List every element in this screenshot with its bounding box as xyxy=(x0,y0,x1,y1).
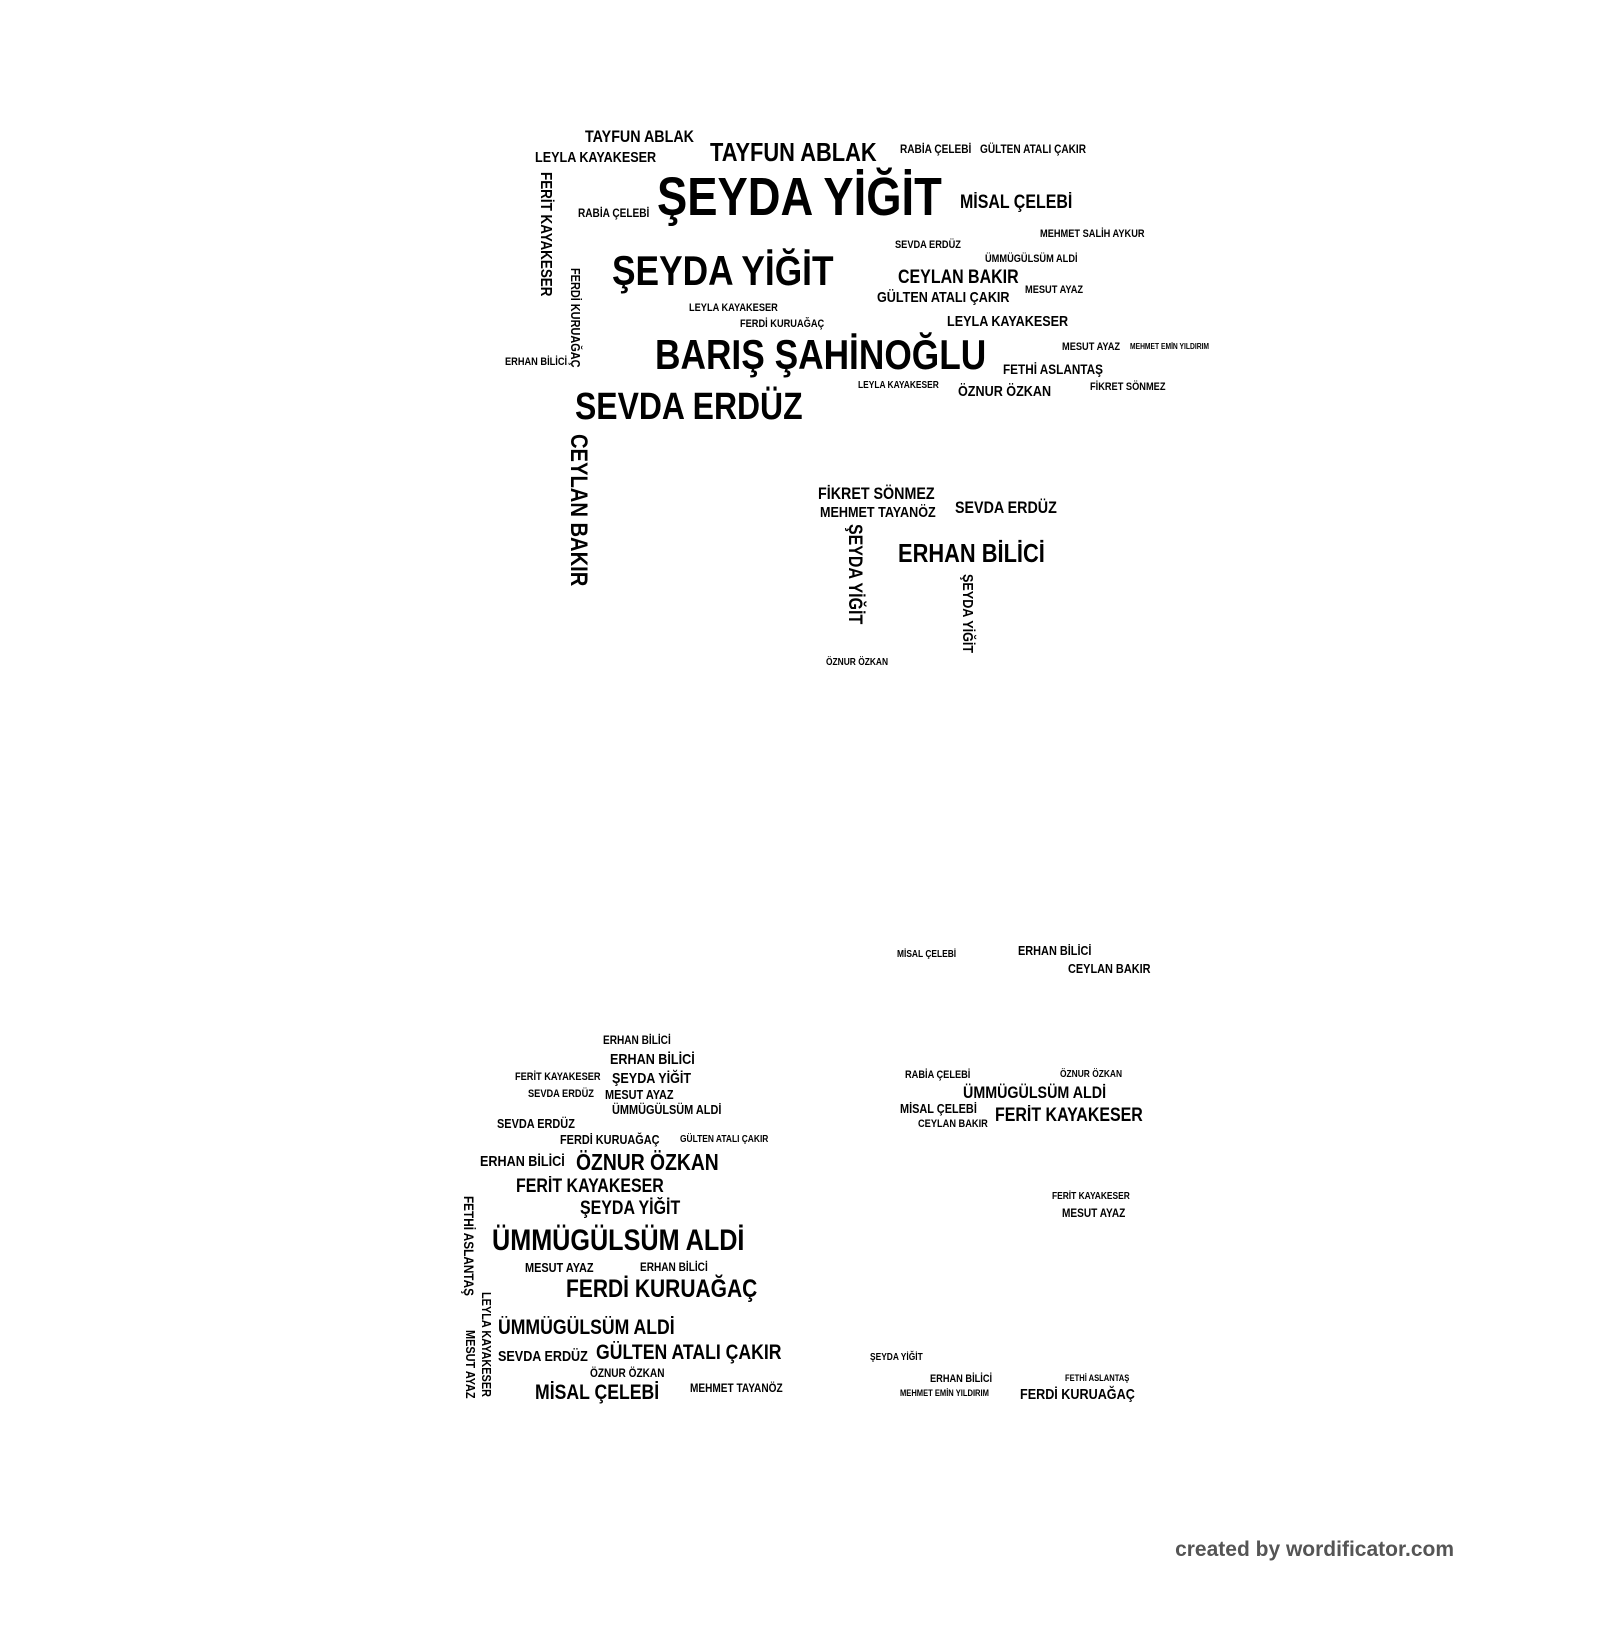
word: ÖZNUR ÖZKAN xyxy=(1060,1069,1123,1080)
word: ŞEYDA YİĞİT xyxy=(580,1198,681,1219)
word: MİSAL ÇELEBİ xyxy=(897,949,957,960)
word: TAYFUN ABLAK xyxy=(585,127,694,146)
word: ÖZNUR ÖZKAN xyxy=(576,1149,719,1175)
word: FERİT KAYAKESER xyxy=(537,172,554,297)
word: CEYLAN BAKIR xyxy=(918,1118,988,1130)
word: MEHMET TAYANÖZ xyxy=(820,504,936,521)
word: CEYLAN BAKIR xyxy=(1068,961,1151,976)
word: ERHAN BİLİCİ xyxy=(930,1373,993,1385)
word: LEYLA KAYAKESER xyxy=(858,380,939,391)
word: CEYLAN BAKIR xyxy=(898,267,1019,288)
word: FİKRET SÖNMEZ xyxy=(818,484,935,503)
word: ERHAN BİLİCİ xyxy=(1018,943,1092,958)
word: MESUT AYAZ xyxy=(463,1330,478,1399)
word: ÜMMÜGÜLSÜM ALDİ xyxy=(498,1316,675,1339)
word: MEHMET TAYANÖZ xyxy=(690,1381,783,1395)
word: ERHAN BİLİCİ xyxy=(603,1033,671,1047)
word: MESUT AYAZ xyxy=(1062,341,1121,353)
word: LEYLA KAYAKESER xyxy=(947,313,1069,330)
word: GÜLTEN ATALI ÇAKIR xyxy=(980,142,1087,156)
word: ŞEYDA YİĞİT xyxy=(612,1070,692,1087)
word: ŞEYDA YİĞİT xyxy=(612,247,834,294)
word: BARIŞ ŞAHİNOĞLU xyxy=(655,331,987,378)
word: RABİA ÇELEBİ xyxy=(900,142,972,156)
word: ERHAN BİLİCİ xyxy=(640,1260,708,1274)
word: ÜMMÜGÜLSÜM ALDİ xyxy=(492,1224,745,1257)
word: ÖZNUR ÖZKAN xyxy=(590,1366,665,1380)
word: SEVDA ERDÜZ xyxy=(955,498,1057,517)
word: ERHAN BİLİCİ xyxy=(505,356,568,368)
word: FERİT KAYAKESER xyxy=(515,1071,601,1083)
word: SEVDA ERDÜZ xyxy=(497,1116,575,1131)
word: MESUT AYAZ xyxy=(1062,1206,1126,1220)
word: ERHAN BİLİCİ xyxy=(480,1153,565,1170)
word: MİSAL ÇELEBİ xyxy=(960,192,1073,213)
word: FERDİ KURUAĞAÇ xyxy=(568,268,583,368)
word: ŞEYDA YİĞİT xyxy=(657,167,942,227)
word: MESUT AYAZ xyxy=(525,1260,594,1275)
word: RABİA ÇELEBİ xyxy=(578,206,650,220)
word: MESUT AYAZ xyxy=(605,1087,674,1102)
word: MİSAL ÇELEBİ xyxy=(535,1381,660,1404)
word: CEYLAN BAKIR xyxy=(565,434,592,587)
word: RABİA ÇELEBİ xyxy=(905,1069,971,1081)
word: SEVDA ERDÜZ xyxy=(528,1088,594,1100)
word: GÜLTEN ATALI ÇAKIR xyxy=(596,1341,782,1364)
word: ÜMMÜGÜLSÜM ALDİ xyxy=(963,1083,1107,1102)
word: ERHAN BİLİCİ xyxy=(610,1051,695,1068)
word: TAYFUN ABLAK xyxy=(710,137,877,167)
word: FERDİ KURUAĞAÇ xyxy=(566,1275,758,1303)
word: ŞEYDA YİĞİT xyxy=(844,524,865,625)
word: GÜLTEN ATALI ÇAKIR xyxy=(877,289,1010,306)
word: ŞEYDA YİĞİT xyxy=(959,574,976,654)
word: FERİT KAYAKESER xyxy=(995,1105,1143,1126)
word: LEYLA KAYAKESER xyxy=(689,302,778,314)
word: SEVDA ERDÜZ xyxy=(498,1348,588,1365)
word: MİSAL ÇELEBİ xyxy=(900,1101,977,1116)
word: FERİT KAYAKESER xyxy=(516,1176,664,1197)
credit-footer: created by wordificator.com xyxy=(1175,1538,1454,1561)
word: ÖZNUR ÖZKAN xyxy=(826,657,889,668)
word: MEHMET EMİN YILDIRIM xyxy=(900,1388,989,1398)
word: FİKRET SÖNMEZ xyxy=(1090,381,1166,393)
word: FETHİ ASLANTAŞ xyxy=(461,1196,477,1296)
word: ERHAN BİLİCİ xyxy=(898,538,1045,568)
word: FETHİ ASLANTAŞ xyxy=(1065,1373,1130,1383)
word: FETHİ ASLANTAŞ xyxy=(1003,361,1103,377)
word: SEVDA ERDÜZ xyxy=(575,386,803,428)
word: LEYLA KAYAKESER xyxy=(535,149,657,166)
word: GÜLTEN ATALI ÇAKIR xyxy=(680,1134,769,1145)
word: MEHMET SALİH AYKUR xyxy=(1040,228,1145,240)
word: FERDİ KURUAĞAÇ xyxy=(1020,1386,1135,1403)
word: ŞEYDA YİĞİT xyxy=(870,1352,923,1363)
word: FERDİ KURUAĞAÇ xyxy=(740,318,825,330)
word: ÜMMÜGÜLSÜM ALDİ xyxy=(985,253,1078,265)
word: ÖZNUR ÖZKAN xyxy=(958,383,1052,400)
word: MESUT AYAZ xyxy=(1025,284,1084,296)
word: LEYLA KAYAKESER xyxy=(479,1292,494,1397)
word: ÜMMÜGÜLSÜM ALDİ xyxy=(612,1102,722,1117)
word: MEHMET EMİN YILDIRIM xyxy=(1130,342,1210,351)
word: SEVDA ERDÜZ xyxy=(895,239,961,251)
word: FERİT KAYAKESER xyxy=(1052,1191,1130,1202)
word: FERDİ KURUAĞAÇ xyxy=(560,1132,660,1147)
